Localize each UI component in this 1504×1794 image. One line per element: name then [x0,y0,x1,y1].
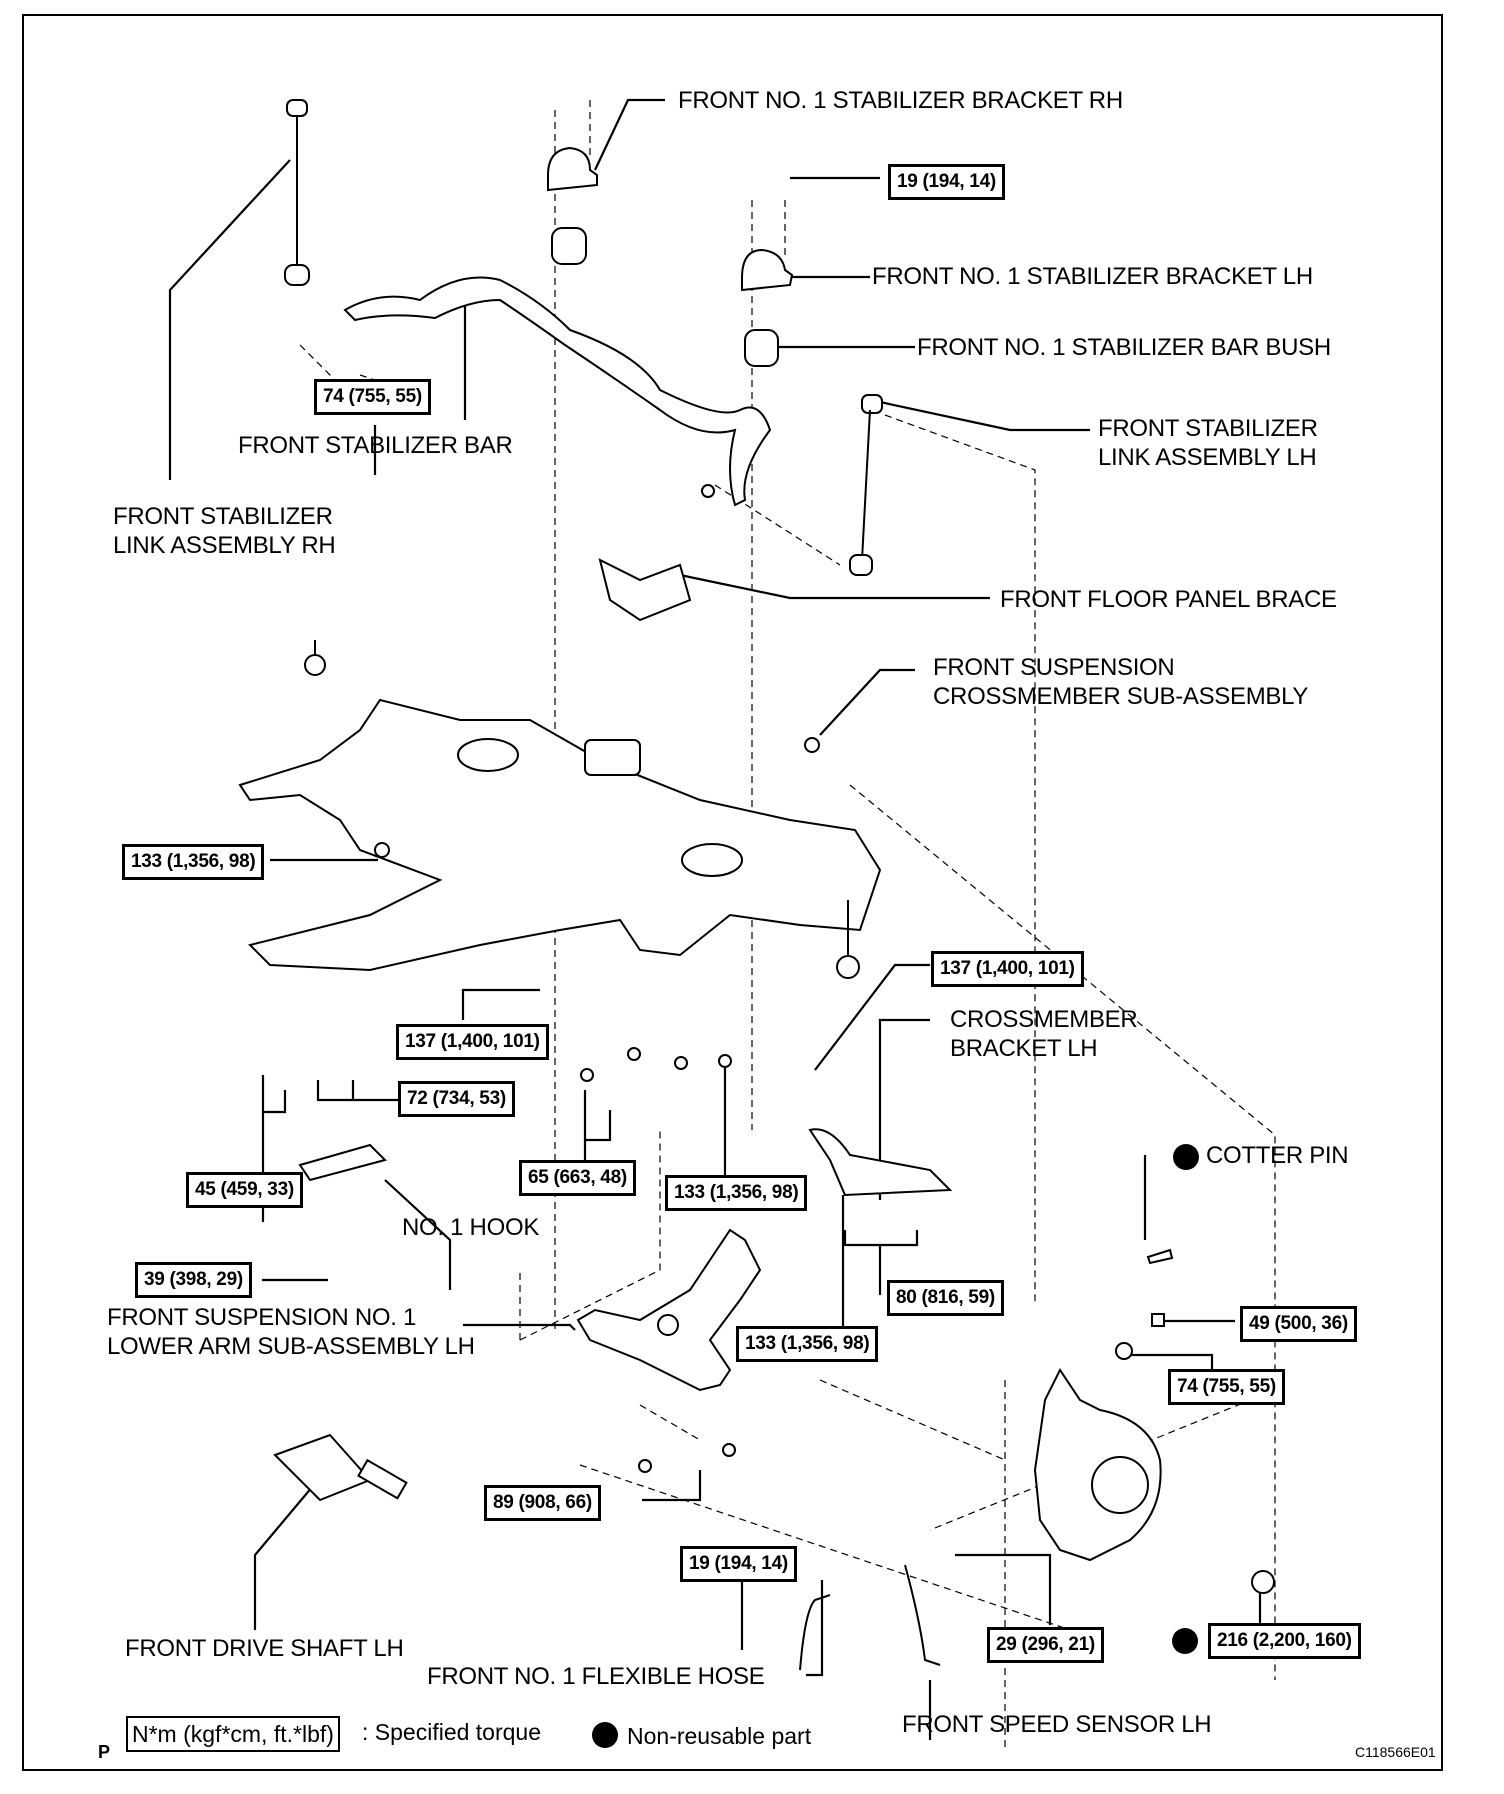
leader-floor-brace [679,573,990,600]
torque-19-top: 19 (194, 14) [888,164,1005,200]
torque-65: 65 (663, 48) [519,1160,636,1196]
leader-bracket-rh [594,98,665,171]
leader-no1-hook [384,1179,452,1290]
torque-137-right: 137 (1,400, 101) [931,951,1084,987]
leader-drive-shaft [253,1479,319,1630]
label-stab-link-lh-line2: LINK ASSEMBLY LH [1098,444,1317,471]
diagram-frame [22,14,1443,1771]
legend-torque-unit: N*m (kgf*cm, ft.*lbf) [126,1716,340,1752]
torque-45: 45 (459, 33) [186,1172,303,1208]
torque-133-mid: 133 (1,356, 98) [665,1175,808,1211]
torque-39: 39 (398, 29) [135,1262,252,1298]
torque-72: 72 (734, 53) [398,1081,515,1117]
label-speed-sensor: FRONT SPEED SENSOR LH [902,1711,1212,1738]
leader-crossmember [819,668,915,736]
label-stab-bracket-lh: FRONT NO. 1 STABILIZER BRACKET LH [872,263,1313,290]
torque-49: 49 (500, 36) [1240,1306,1357,1342]
label-stab-link-lh: FRONT STABILIZER LINK ASSEMBLY LH [1098,414,1318,472]
legend-nonreusable-desc: Non-reusable part [627,1723,812,1749]
label-floor-panel-brace: FRONT FLOOR PANEL BRACE [1000,586,1337,613]
label-stab-bar: FRONT STABILIZER BAR [238,432,513,459]
leader-137-mid [461,988,540,1020]
nonreusable-icon-cotter-pin [1173,1144,1199,1170]
page-marker: P [98,1742,111,1762]
legend-nonreusable-icon [592,1722,618,1748]
label-lower-arm-line1: FRONT SUSPENSION NO. 1 [107,1304,417,1331]
leader-29 [955,1553,1052,1625]
label-crossmember-line1: FRONT SUSPENSION [933,654,1175,681]
label-stab-link-rh-line1: FRONT STABILIZER [113,503,333,530]
leader-137-right [814,963,930,1071]
label-lower-arm: FRONT SUSPENSION NO. 1 LOWER ARM SUB-ASS… [107,1303,475,1361]
torque-74-bar: 74 (755, 55) [314,379,431,415]
label-crossmember: FRONT SUSPENSION CROSSMEMBER SUB-ASSEMBL… [933,653,1308,711]
nonreusable-icon-216 [1172,1628,1198,1654]
label-stab-bracket-rh: FRONT NO. 1 STABILIZER BRACKET RH [678,87,1123,114]
torque-216: 216 (2,200, 160) [1208,1623,1361,1659]
label-stab-bar-bush: FRONT NO. 1 STABILIZER BAR BUSH [917,334,1331,361]
label-stab-link-lh-line1: FRONT STABILIZER [1098,415,1318,442]
leader-crossmember-bracket [878,1018,930,1200]
label-crossmember-bracket-line2: BRACKET LH [950,1035,1098,1062]
leader-stab-link-lh [879,400,1090,432]
leader-80 [843,1230,919,1295]
torque-133-lower: 133 (1,356, 98) [736,1326,879,1362]
legend-torque-desc: : Specified torque [362,1719,542,1745]
label-crossmember-line2: CROSSMEMBER SUB-ASSEMBLY [933,683,1309,710]
torque-19-hose: 19 (194, 14) [680,1546,797,1582]
torque-137-mid: 137 (1,400, 101) [396,1024,549,1060]
torque-74-knuckle: 74 (755, 55) [1168,1369,1285,1405]
label-no1-hook: NO. 1 HOOK [402,1214,540,1241]
torque-29: 29 (296, 21) [987,1627,1104,1663]
illustration-code: C118566E01 [1355,1744,1436,1760]
label-flexible-hose: FRONT NO. 1 FLEXIBLE HOSE [427,1663,765,1690]
label-crossmember-bracket: CROSSMEMBER BRACKET LH [950,1005,1138,1063]
leader-89 [642,1470,702,1502]
torque-89: 89 (908, 66) [484,1485,601,1521]
label-cotter-pin: COTTER PIN [1206,1142,1349,1169]
label-drive-shaft: FRONT DRIVE SHAFT LH [125,1635,404,1662]
label-crossmember-bracket-line1: CROSSMEMBER [950,1006,1138,1033]
leader-stab-link-rh [168,159,291,480]
leader-lower-arm [463,1323,576,1331]
torque-133-left: 133 (1,356, 98) [122,844,265,880]
label-lower-arm-line2: LOWER ARM SUB-ASSEMBLY LH [107,1333,475,1360]
leader-flexible-hose [806,1580,824,1677]
torque-80: 80 (816, 59) [887,1280,1004,1316]
leader-72 [316,1080,398,1102]
label-stab-link-rh: FRONT STABILIZER LINK ASSEMBLY RH [113,502,336,560]
label-stab-link-rh-line2: LINK ASSEMBLY RH [113,532,336,559]
